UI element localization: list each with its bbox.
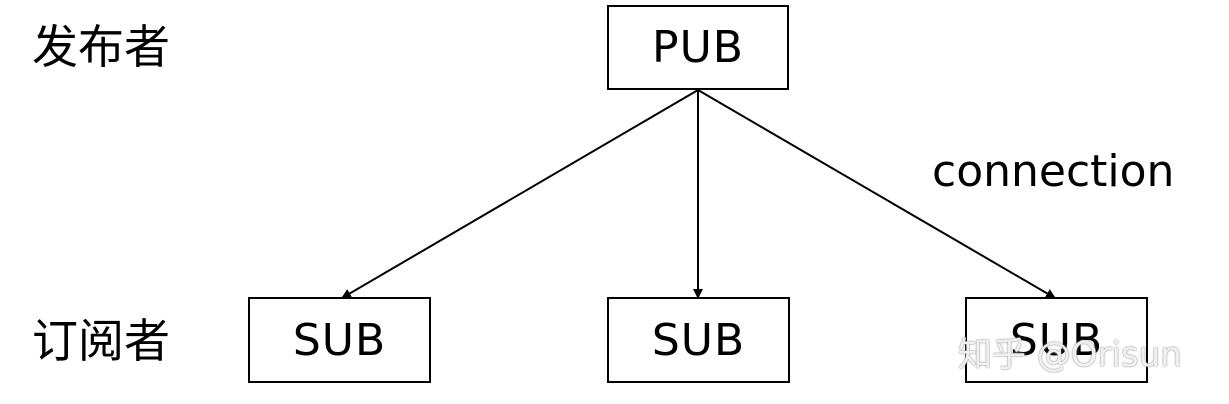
arrow-to-sub-1 [341,89,699,299]
publisher-role-label: 发布者 [32,20,170,74]
sub-box-2: SUB [607,297,790,383]
watermark: 知乎 @Orisun [958,335,1182,375]
sub-box-1: SUB [248,297,431,383]
sub-box-3: SUB [965,297,1148,383]
arrow-to-sub-3 [697,89,1056,299]
subscriber-role-label: 订阅者 [32,314,170,368]
connection-label: connection [932,146,1175,197]
pub-box: PUB [607,5,789,90]
